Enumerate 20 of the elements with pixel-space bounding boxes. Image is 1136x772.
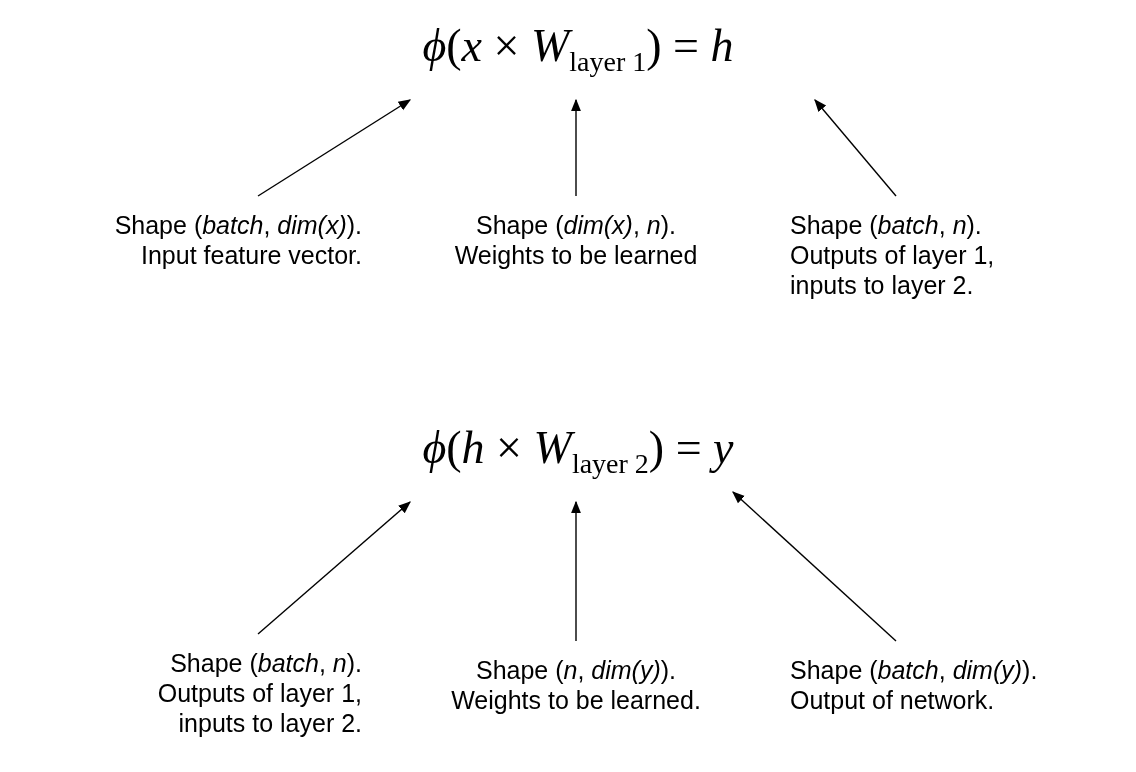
shape-annotation: Shape (batch, dim(y)). [790,655,1039,685]
equation: ϕ(h × W$_{layer 2}$) = y [318,420,838,502]
shape-annotation: Shape (dim(x), n). [474,210,678,240]
description-text: Weights to be learned [453,240,699,270]
description-text: Input feature vector. [140,240,362,270]
description-text: Outputs of layer 1, inputs to layer 2. [156,678,362,738]
arrow [257,99,412,197]
arrow [814,99,897,197]
arrow [732,491,897,642]
shape-annotation: Shape (n, dim(y)). [474,655,678,685]
equation: ϕ(x × W$_{layer 1}$) = h [318,18,838,100]
shape-annotation: Shape (batch, n). [169,648,362,678]
arrow [257,501,411,635]
description-text: Weights to be learned. [450,685,702,715]
shape-annotation: Shape (batch, dim(x)). [113,210,362,240]
shape-annotation: Shape (batch, n). [790,210,983,240]
description-text: Outputs of layer 1, inputs to layer 2. [790,240,996,300]
arrow [570,98,582,197]
arrow [570,500,582,642]
description-text: Output of network. [790,685,996,715]
